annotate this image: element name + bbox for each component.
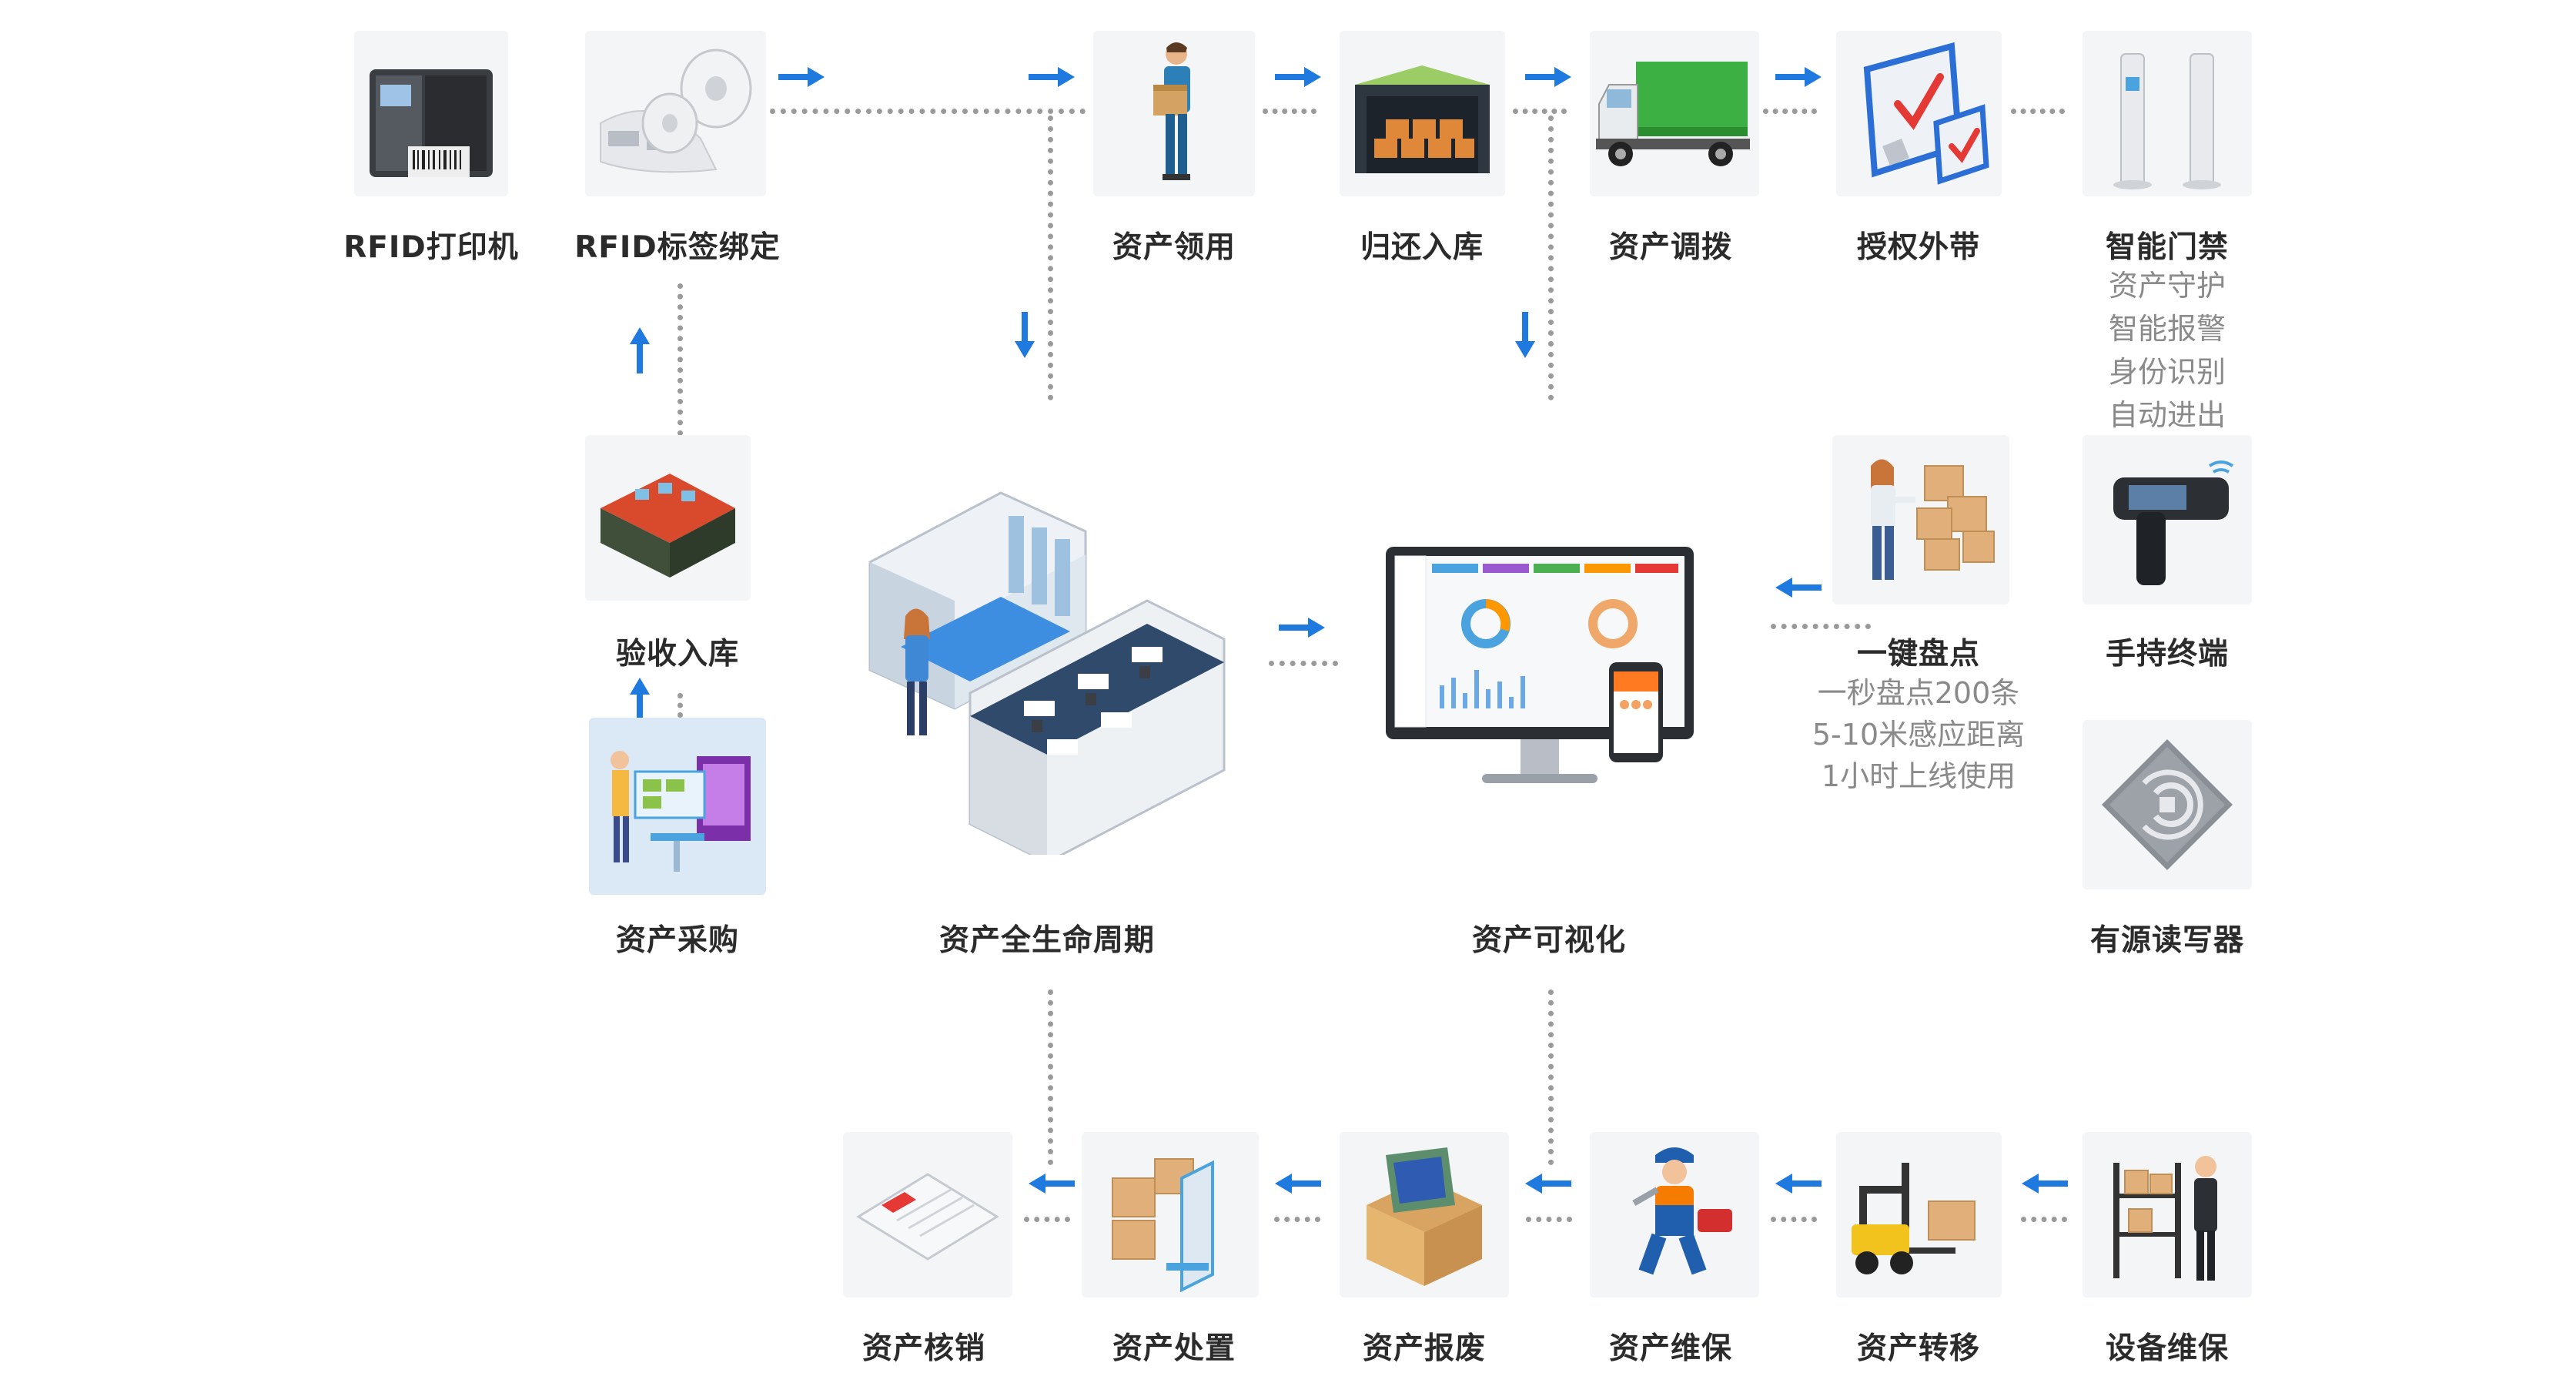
transfer-out-label: 资产转移 — [1856, 1331, 1980, 1366]
arrow-down-icon — [1514, 311, 1537, 359]
gate-label: 智能门禁 — [2105, 230, 2229, 265]
connector — [1048, 116, 1053, 400]
connector — [1548, 990, 1554, 1165]
reader-label: 有源读写器 — [2089, 923, 2244, 958]
connector — [1771, 1217, 1817, 1222]
connector — [1763, 109, 1817, 114]
connector — [1048, 990, 1053, 1165]
arrow-right-icon — [1775, 65, 1822, 89]
checklist-icon — [1836, 31, 2002, 196]
arrow-left-icon — [1775, 1172, 1822, 1195]
maintenance-label: 资产维保 — [1608, 1331, 1732, 1366]
connector — [1274, 1217, 1320, 1222]
requisition-label: 资产领用 — [1112, 230, 1236, 265]
arrow-right-icon — [778, 65, 825, 89]
connector — [770, 109, 1086, 114]
arrow-left-icon — [1274, 1172, 1322, 1195]
connector — [1269, 661, 1338, 666]
carry-out-label: 授权外带 — [1856, 230, 1980, 265]
procurement-label: 资产采购 — [615, 923, 739, 958]
gate-feature: 资产守护 — [2108, 269, 2226, 303]
shelf-worker-icon — [2083, 1132, 2252, 1298]
handheld-label: 手持终端 — [2105, 637, 2229, 671]
arrow-left-icon — [2021, 1172, 2069, 1195]
arrow-up-icon — [628, 327, 651, 374]
arrow-right-icon — [1524, 65, 1572, 89]
truck-icon — [1590, 31, 1759, 196]
printer-label: RFID打印机 — [343, 230, 519, 265]
gate-feature: 身份识别 — [2108, 355, 2226, 389]
warehouse-boxes-icon — [1340, 31, 1505, 196]
office-isometric-icon — [855, 447, 1263, 855]
inventory-feature: 一秒盘点200条 — [1817, 676, 2020, 710]
equipment-maintenance-label: 设备维保 — [2105, 1331, 2229, 1366]
connector — [1024, 1217, 1070, 1222]
connector — [1771, 624, 1871, 629]
arrow-down-icon — [1013, 311, 1036, 359]
connector — [1548, 116, 1554, 400]
dashboard-monitor-icon — [1340, 431, 1725, 839]
disposal-label: 资产处置 — [1112, 1331, 1236, 1366]
handheld-scanner-icon — [2083, 435, 2252, 604]
lifecycle-label: 资产全生命周期 — [938, 923, 1155, 958]
arrow-left-icon — [1028, 1172, 1076, 1195]
scrap-label: 资产报废 — [1362, 1331, 1486, 1366]
repairman-icon — [1590, 1132, 1759, 1298]
inventory-feature: 1小时上线使用 — [1821, 759, 2016, 793]
inventory-label: 一键盘点 — [1856, 637, 1980, 671]
scrap-box-icon — [1340, 1132, 1509, 1298]
factory-icon — [585, 435, 751, 601]
arrow-left-icon — [1775, 576, 1822, 599]
person-carry-box-icon — [1093, 31, 1255, 196]
tag-roll-icon — [585, 31, 766, 196]
connector — [1526, 1217, 1572, 1222]
arrow-right-icon — [1278, 616, 1326, 639]
connector — [677, 283, 683, 436]
gate-icon — [2083, 31, 2252, 196]
gate-feature: 智能报警 — [2108, 312, 2226, 346]
connector — [1263, 109, 1316, 114]
purchase-screen-icon — [589, 718, 766, 895]
arrow-right-icon — [1028, 65, 1076, 89]
arrow-right-icon — [1274, 65, 1322, 89]
arrow-left-icon — [1524, 1172, 1572, 1195]
write-off-label: 资产核销 — [861, 1331, 985, 1366]
gate-feature: 自动进出 — [2108, 398, 2226, 432]
connector — [677, 693, 683, 718]
transfer-label: 资产调拨 — [1608, 230, 1732, 265]
person-scan-boxes-icon — [1832, 435, 2009, 604]
inventory-feature: 5-10米感应距离 — [1812, 718, 2026, 752]
boxes-icon — [1082, 1132, 1259, 1298]
connector — [1513, 109, 1567, 114]
forklift-icon — [1836, 1132, 2002, 1298]
connector — [2011, 109, 2065, 114]
rfid-reader-icon — [2083, 720, 2252, 889]
acceptance-label: 验收入库 — [615, 637, 739, 671]
document-icon — [843, 1132, 1012, 1298]
tag-binding-label: RFID标签绑定 — [574, 230, 781, 265]
connector — [2021, 1217, 2067, 1222]
printer-icon — [354, 31, 508, 196]
visualization-label: 资产可视化 — [1471, 923, 1626, 958]
return-label: 归还入库 — [1360, 230, 1484, 265]
